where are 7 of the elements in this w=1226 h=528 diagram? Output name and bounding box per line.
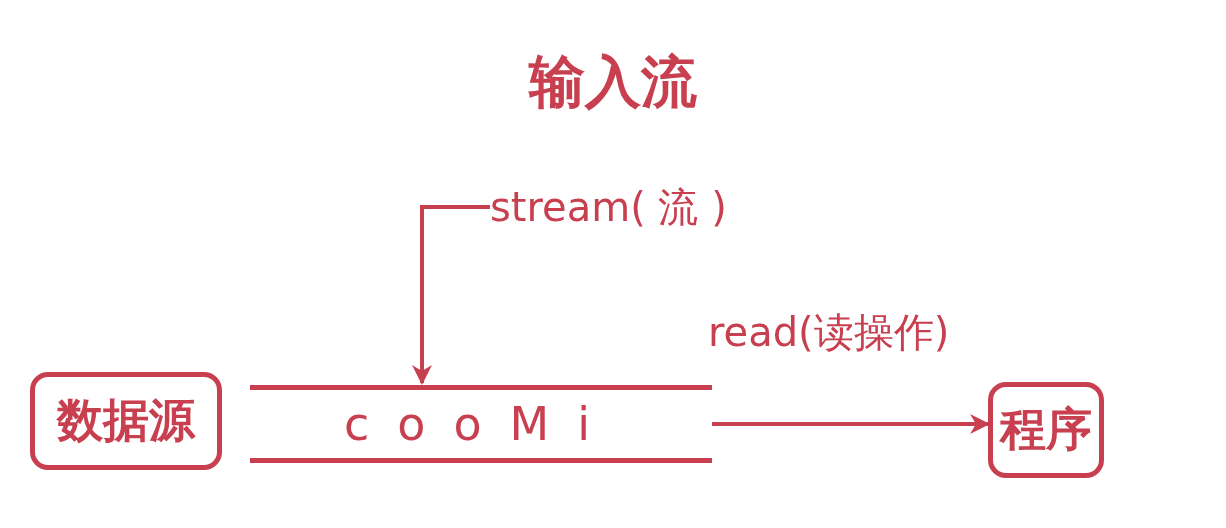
- title: 输入流: [527, 48, 698, 116]
- source-box: 数据源: [30, 372, 222, 470]
- stream-pipe: cooMi: [250, 385, 712, 463]
- leader-line: [412, 205, 490, 385]
- arrow: [712, 414, 990, 434]
- stream-label: stream( 流 ): [490, 180, 760, 230]
- program-box: 程序: [988, 382, 1104, 478]
